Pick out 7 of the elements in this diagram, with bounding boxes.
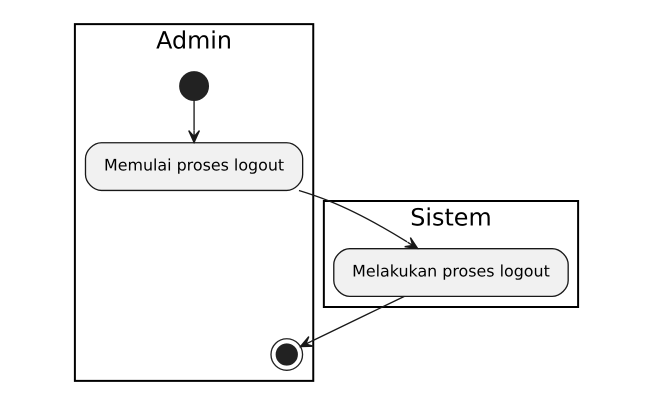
node-circle [270, 338, 304, 371]
node-box: Memulai proses logout [84, 142, 304, 192]
arrow [188, 100, 200, 144]
arrow [298, 190, 418, 250]
arrow [300, 296, 405, 348]
node-box: Melakukan proses logout [333, 248, 569, 298]
node-circle [179, 71, 210, 102]
